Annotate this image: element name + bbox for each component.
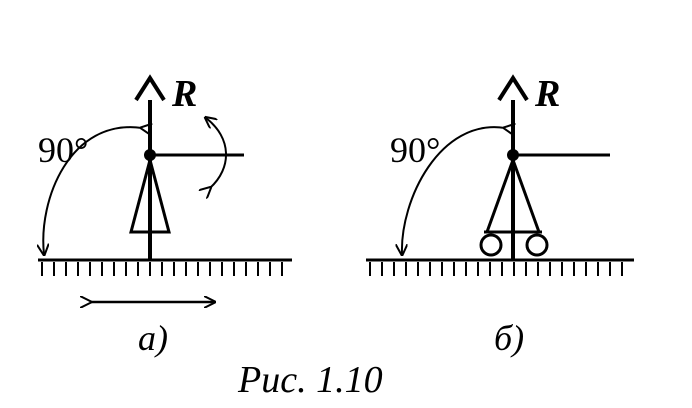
rotation-arrow-a bbox=[206, 118, 227, 188]
figure-caption: Рис. 1.10 bbox=[237, 359, 383, 401]
panel-a: 90° R а) bbox=[38, 73, 292, 358]
sub-label-b: б) bbox=[494, 318, 524, 358]
angle-arc-a bbox=[43, 127, 142, 254]
reaction-arrowhead-b bbox=[497, 74, 529, 102]
ground-a bbox=[38, 258, 292, 276]
roller-right-b bbox=[525, 233, 549, 257]
panel-b: 90° R б) bbox=[366, 73, 634, 358]
force-label-a: R bbox=[171, 73, 197, 115]
angle-label-b: 90° bbox=[390, 130, 440, 170]
angle-arc-b bbox=[402, 127, 505, 254]
angle-label-a: 90° bbox=[38, 130, 88, 170]
reaction-arrowhead-a bbox=[134, 74, 166, 102]
ground-b bbox=[366, 258, 634, 276]
sub-label-a: а) bbox=[138, 318, 168, 358]
force-label-b: R bbox=[534, 73, 560, 115]
roller-left-b bbox=[479, 233, 503, 257]
